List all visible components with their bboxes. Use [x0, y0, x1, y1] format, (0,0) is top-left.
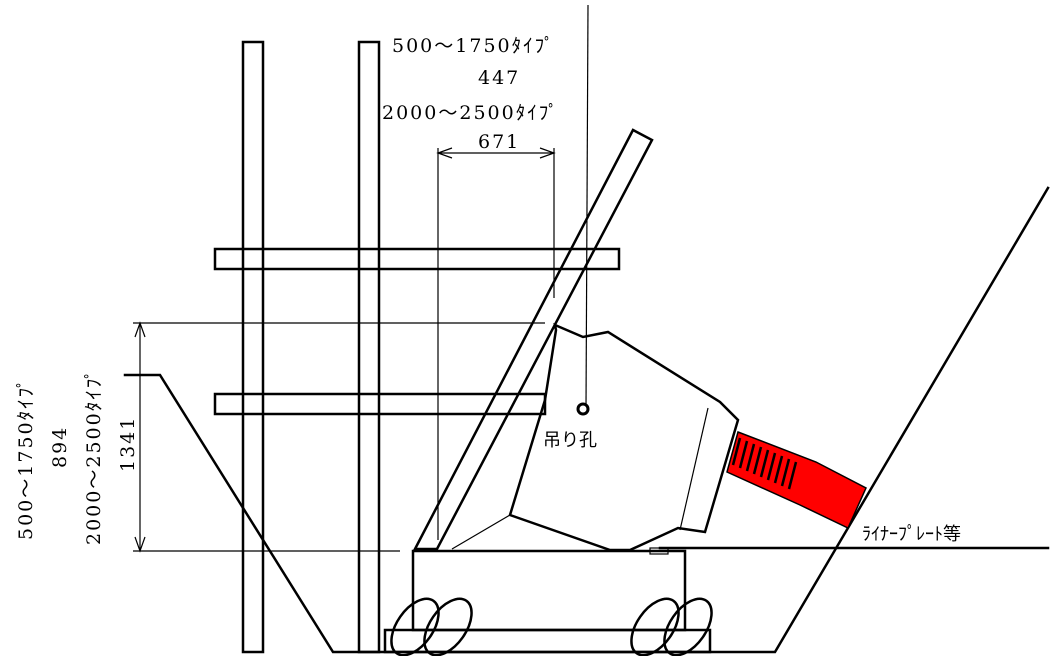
dim-arrow-bottom: [134, 536, 146, 553]
label-dim-671: 671: [478, 131, 520, 153]
label-dim-894: 894: [49, 426, 71, 468]
drill-housing: [508, 322, 740, 552]
drill-housing-inner-edge: [679, 407, 709, 531]
dim-arrow-left: [436, 147, 453, 159]
label-lifting-hole: 吊り孔: [543, 430, 597, 451]
jack-body: [726, 431, 867, 530]
track-wheel: [423, 597, 473, 656]
jack-spring: [731, 437, 798, 490]
label-type-large-top: 2000〜2500ﾀｲﾌﾟ: [382, 102, 560, 124]
lifting-wire: [585, 4, 589, 409]
label-dim-447: 447: [478, 67, 520, 89]
inclined-mast: [412, 128, 654, 551]
track-wheel: [630, 597, 680, 656]
track-wheel: [663, 597, 713, 656]
pit-outline: [123, 186, 1050, 654]
dim-arrow-right: [539, 147, 556, 159]
track-wheel: [390, 597, 440, 656]
hydraulic-jack: [726, 431, 867, 530]
label-liner-plate: ﾗｲﾅｰﾌﾟﾚｰﾄ等: [862, 524, 961, 545]
label-dim-1341: 1341: [117, 416, 139, 472]
machine-base-block: [411, 549, 687, 632]
label-type-large-side: 2000〜2500ﾀｲﾌﾟ: [83, 367, 105, 545]
label-type-small-side: 500〜1750ﾀｲﾌﾟ: [15, 376, 37, 540]
liner-plate-small: [649, 547, 669, 555]
track-wheels: [390, 597, 713, 656]
label-type-small-top: 500〜1750ﾀｲﾌﾟ: [392, 35, 556, 57]
lifting-hole-icon: [576, 402, 590, 416]
dim-arrow-top: [134, 321, 146, 338]
scaffold-post-left: [241, 40, 265, 654]
scaffold-post-right: [357, 40, 381, 654]
drill-housing-inner: [451, 514, 511, 550]
scaffold-beam-upper: [213, 247, 621, 271]
